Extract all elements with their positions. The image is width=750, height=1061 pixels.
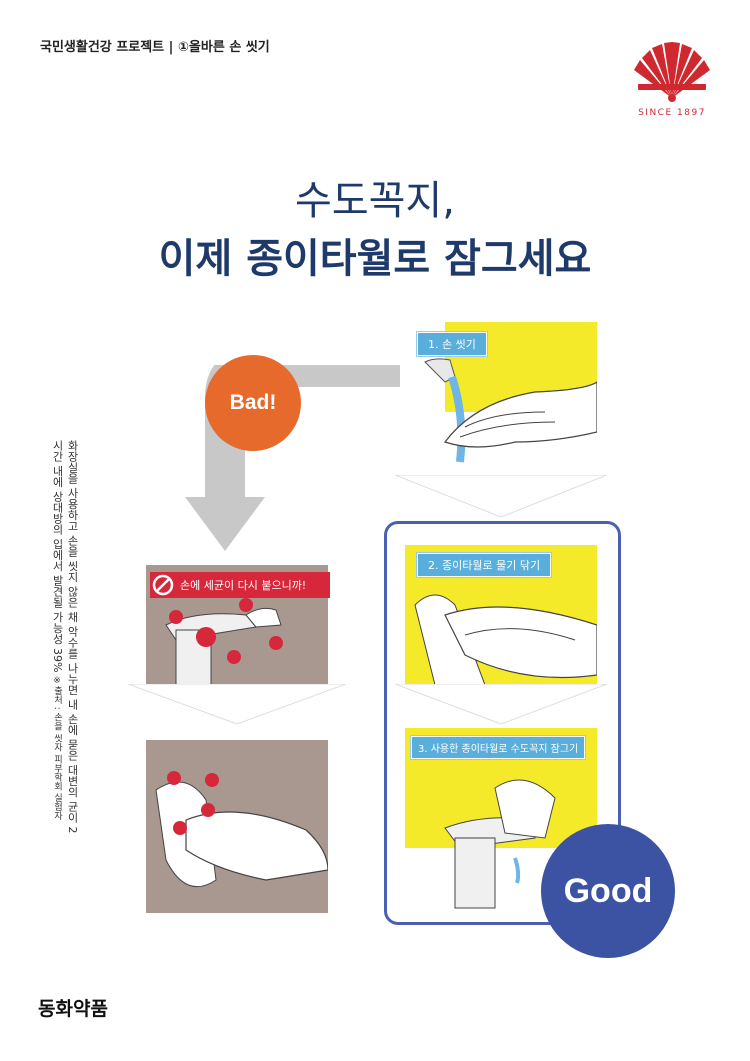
logo-since-text: SINCE 1897	[638, 108, 706, 118]
bad-drying-panel	[146, 740, 328, 913]
header-project-label: 국민생활건강 프로젝트 | ①올바른 손 씻기	[40, 40, 270, 55]
brand-footer-logo: 동화약품	[38, 998, 108, 1020]
title-line-1: 수도꼭지,	[295, 178, 455, 224]
step2-down-arrow	[395, 684, 607, 724]
good-badge: Good	[541, 824, 675, 958]
faucet-germs-illustration	[165, 598, 283, 685]
side-note: 화장실을 사용하고 손을 씻지 않은 채 악수를 나누면 내 손에 묻은 대변의…	[20, 440, 80, 840]
step1-label: 1. 손 씻기	[417, 332, 487, 356]
fan-logo-icon	[634, 42, 710, 102]
paper-towel-drying-illustration	[414, 594, 597, 685]
step3-label: 3. 사용한 종이타월로 수도꼭지 잠그기	[411, 736, 586, 759]
step1-down-arrow	[395, 475, 607, 517]
step1-panel: 1. 손 씻기	[405, 322, 597, 475]
hands-germs-illustration	[155, 771, 328, 888]
title-line-2: 이제 종이타월로 잠그세요	[158, 236, 592, 282]
side-note-source: ※출처 : 손을 씻자 피부학회 실험자	[52, 675, 62, 821]
bad-badge: Bad!	[205, 355, 301, 451]
good-frame	[384, 521, 621, 925]
no-entry-icon	[152, 574, 174, 596]
side-note-text: 화장실을 사용하고 손을 씻지 않은 채 악수를 나누면 내 손에 묻은 대변의…	[51, 440, 79, 834]
hand-washing-illustration	[405, 322, 597, 475]
step2-panel: 2. 종이타월로 물기 닦기	[405, 545, 597, 685]
bad-down-arrow	[128, 684, 346, 724]
bad-warning-banner: 손에 세균이 다시 붙으니까!	[150, 572, 330, 598]
step2-label: 2. 종이타월로 물기 닦기	[417, 553, 552, 577]
